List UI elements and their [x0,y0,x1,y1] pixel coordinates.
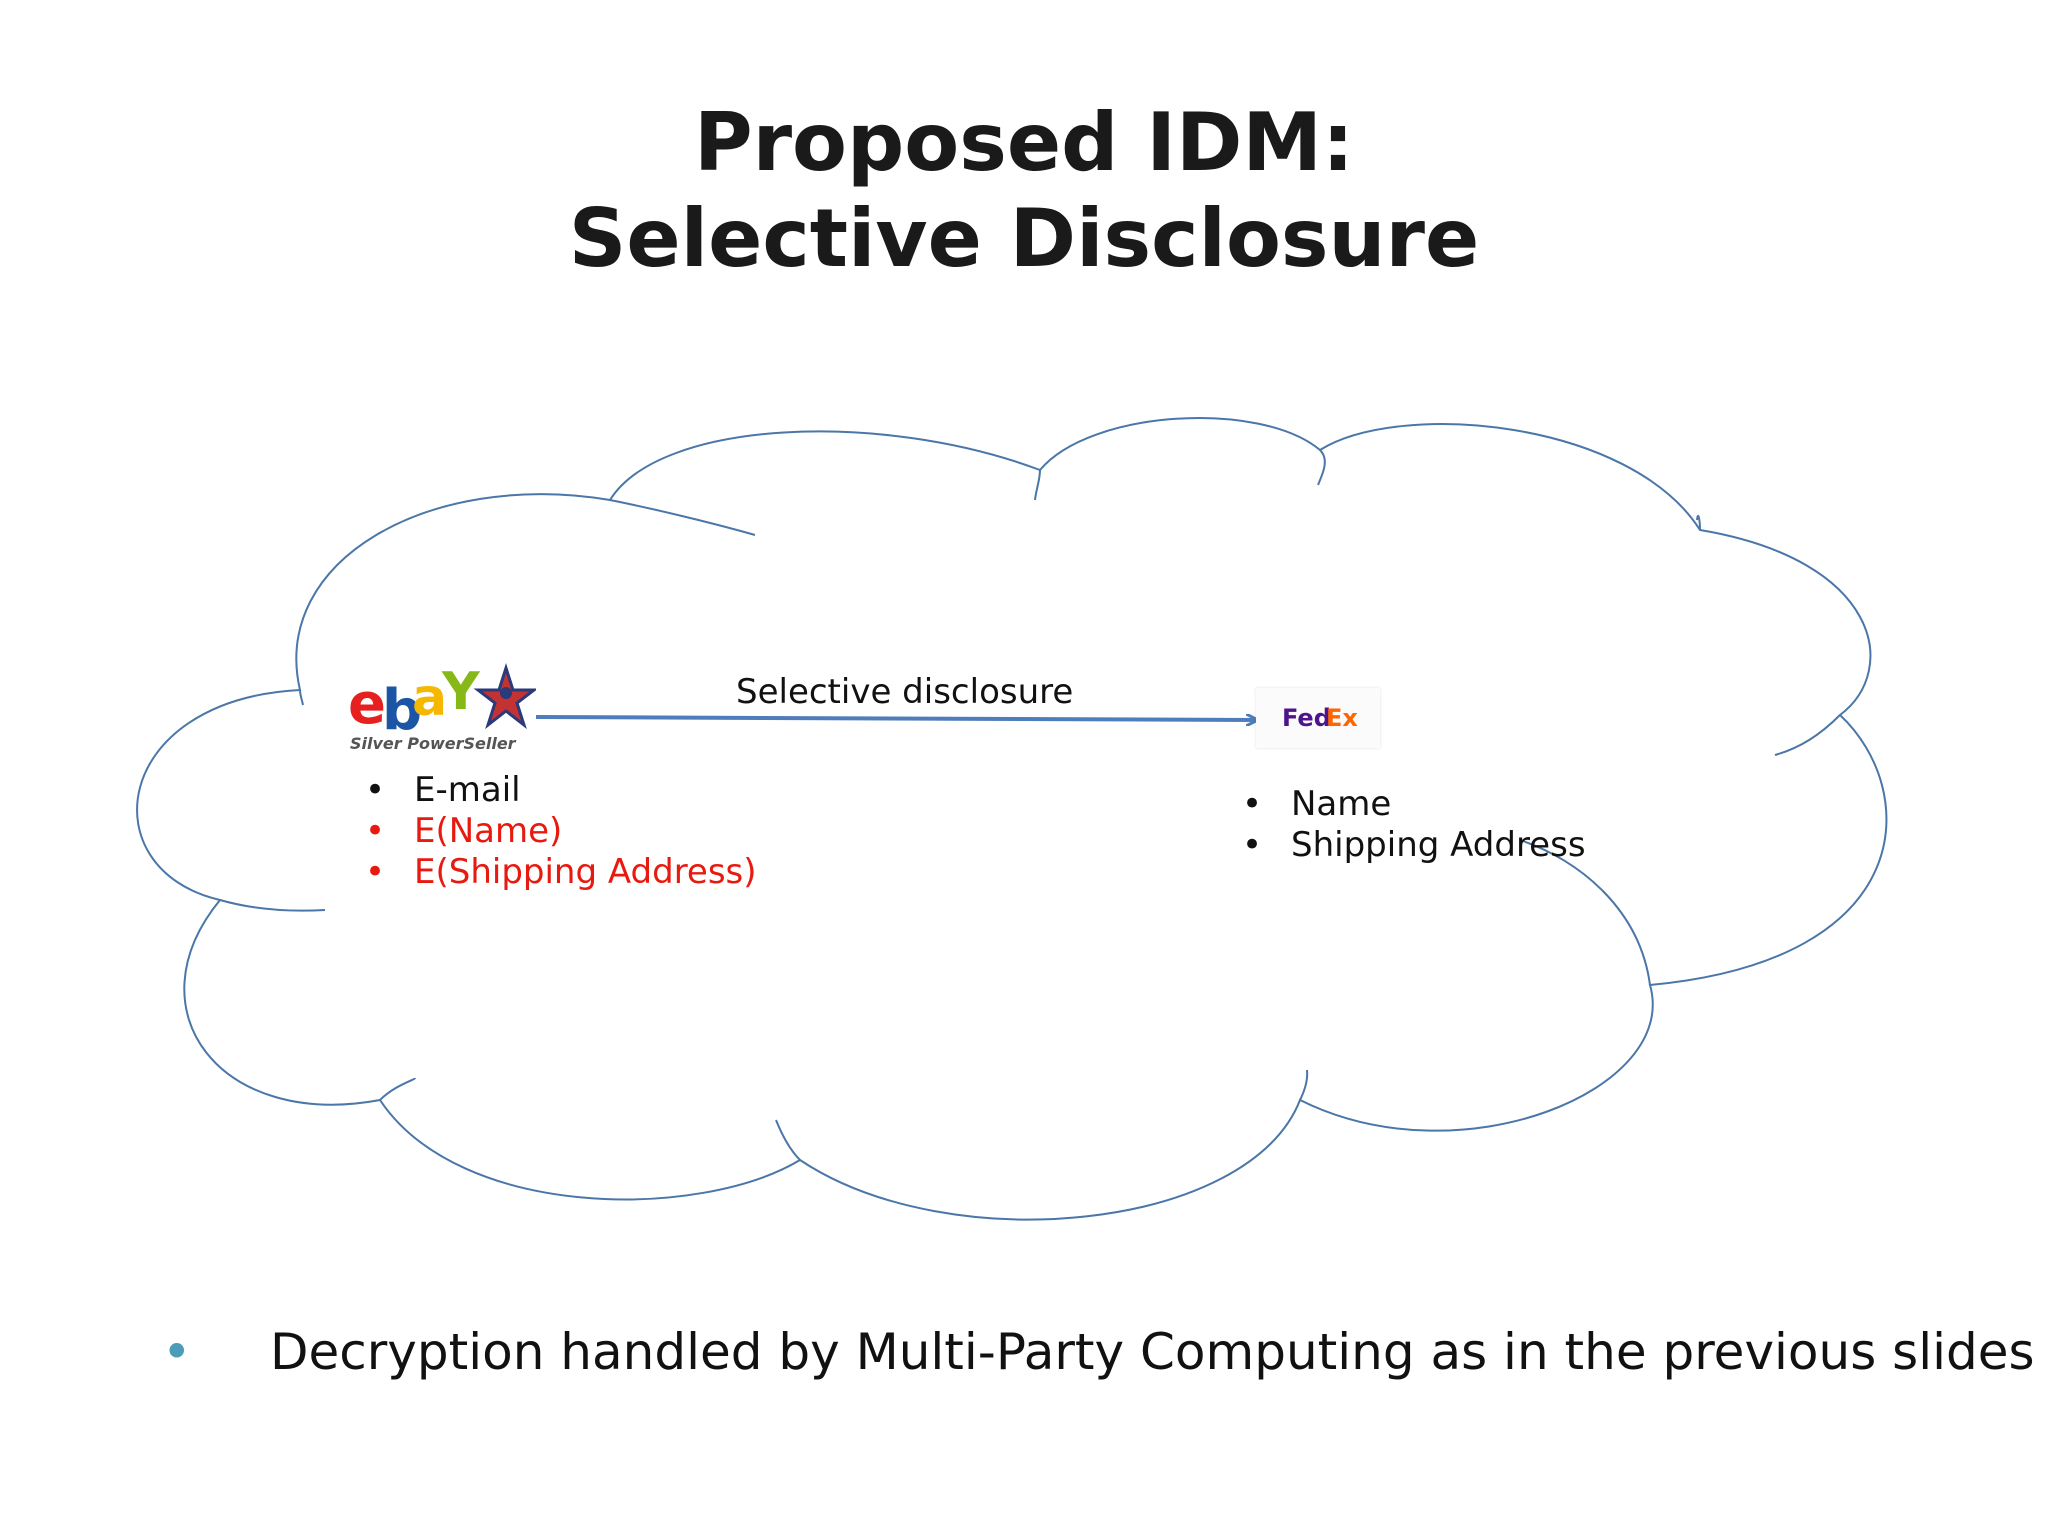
cloud-shape [136,417,1888,1221]
ebay-logo-sub: Silver PowerSeller [350,734,517,753]
list-item: •Shipping Address [1241,825,1586,865]
cloud-inner-arc [219,899,326,912]
svg-text:a: a [412,668,447,728]
list-item: •Name [1241,784,1392,824]
cloud-inner-arc [1299,1069,1309,1101]
fedex-logo: Fed Ex [1256,688,1380,748]
svg-text:Fed: Fed [1282,704,1331,732]
ebay-attribute-list: •E-mail •E(Name) •E(Shipping Address) [360,770,757,893]
footer-text: Decryption handled by Multi-Party Comput… [270,1323,2035,1381]
list-item: •E(Shipping Address) [364,852,757,892]
edge-label: Selective disclosure [736,672,1074,712]
title-line-2: Selective Disclosure [568,192,1480,285]
svg-text:b: b [382,678,422,743]
ebay-logo: e b a Y Silver PowerSeller [348,663,536,753]
list-item: •E(Name) [364,811,563,851]
bullet-icon: • [162,1323,192,1381]
cloud-inner-arc [1696,514,1701,531]
disclosure-arrow [535,717,1256,720]
cloud-inner-arc [299,689,304,706]
cloud-inner-arc [609,499,756,536]
title-line-1: Proposed IDM: [693,96,1355,189]
fedex-attribute-list: •Name •Shipping Address [1237,784,1586,866]
cloud-inner-arc [379,1077,416,1101]
cloud-inner-arc [775,1119,801,1161]
svg-text:Ex: Ex [1326,704,1358,732]
list-item: •E-mail [364,770,521,810]
svg-text:e: e [348,672,386,737]
cloud-inner-arc [1774,714,1841,756]
cloud-inner-arc [1317,449,1326,486]
cloud-inner-arc [1034,469,1041,501]
cloud-inner-arc [1519,839,1651,986]
svg-text:Y: Y [441,663,481,722]
slide-title: Proposed IDM: Selective Disclosure [0,95,2048,287]
